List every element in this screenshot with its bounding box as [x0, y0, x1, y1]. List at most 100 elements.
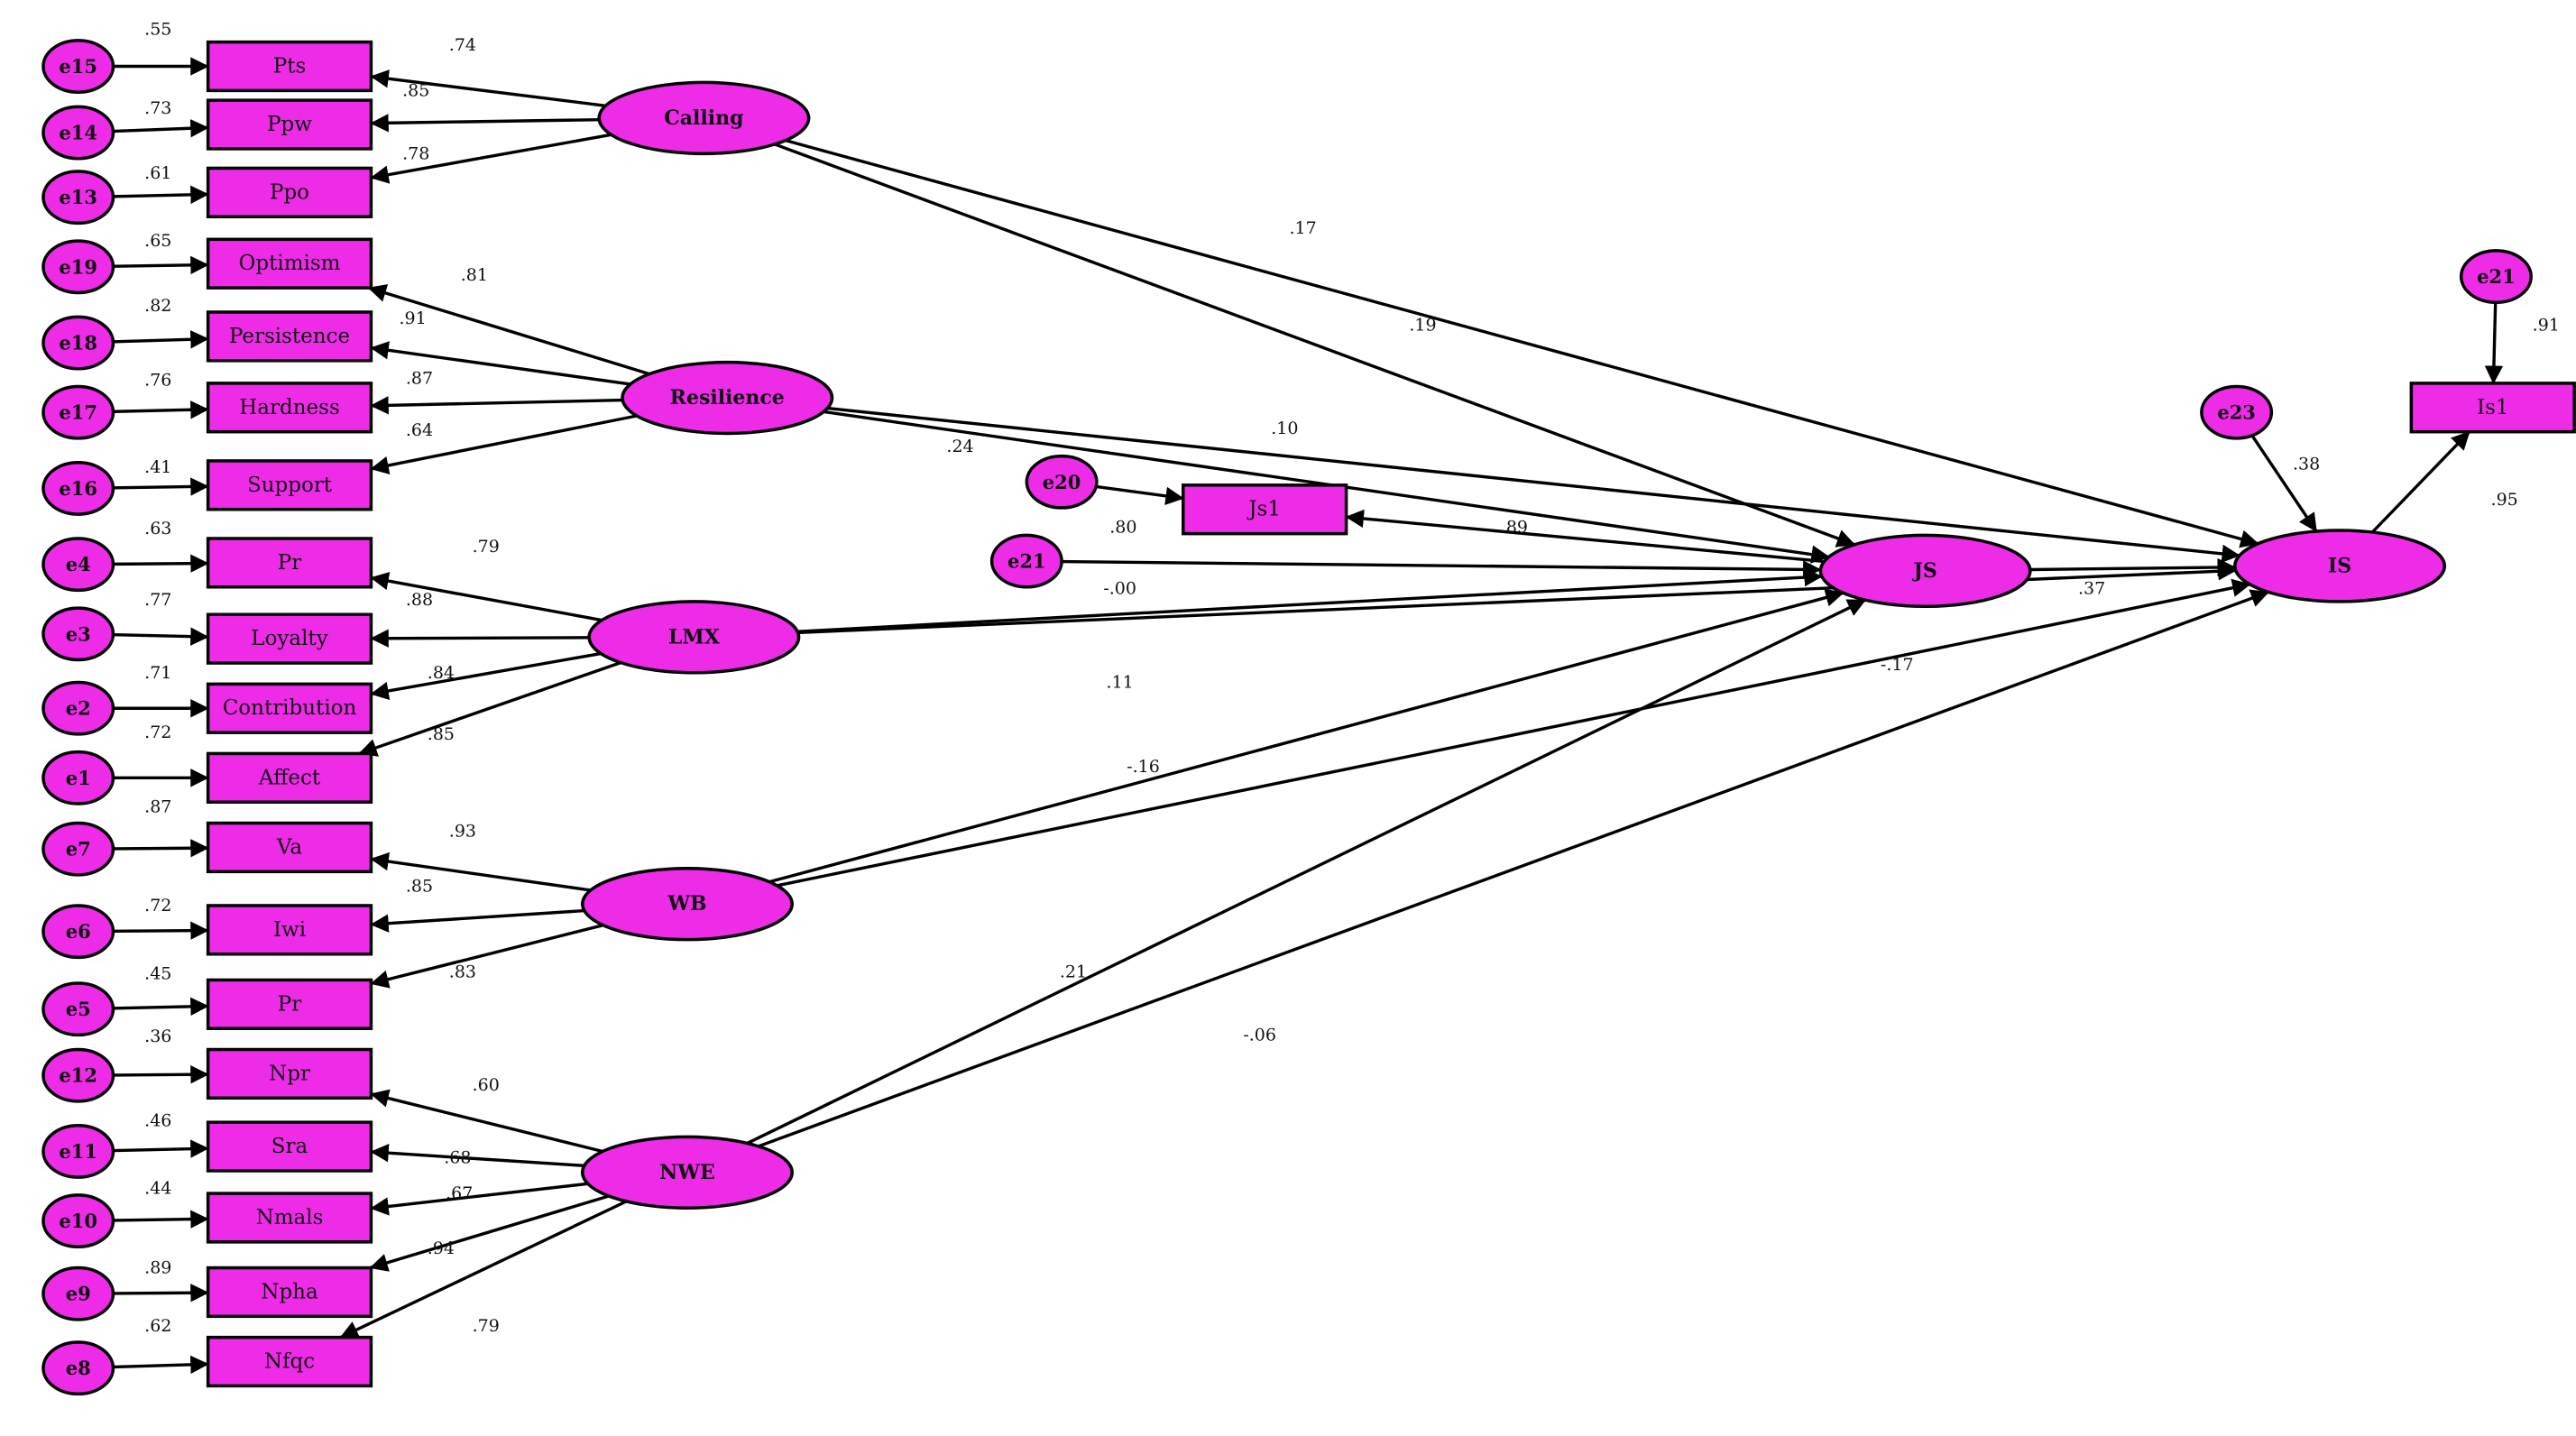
- path-coefficient: .87: [144, 797, 171, 817]
- path-coefficient: .38: [2293, 455, 2320, 474]
- edges-layer: [113, 57, 2504, 1375]
- coefficients-layer: .55.73.61.65.82.76.41.63.77.71.72.87.72.…: [144, 19, 2560, 1336]
- error-label: e2: [66, 697, 91, 720]
- error-shape: [41, 680, 115, 736]
- error-label: e11: [59, 1140, 97, 1163]
- indicator-label: Js1: [1247, 498, 1281, 521]
- indicator-shape: [206, 1047, 373, 1100]
- indicator-shape: [206, 1335, 373, 1388]
- indicator-label: Hardness: [239, 396, 340, 419]
- path-coefficient: .95: [2491, 490, 2518, 510]
- error-term-e4: e4: [41, 537, 115, 593]
- path-coefficient: .71: [144, 663, 171, 683]
- indicator-shape: [206, 978, 373, 1030]
- error-term-e17: e17: [41, 384, 115, 440]
- path-LMX-to-JS: [797, 567, 1823, 633]
- latent-label: Calling: [664, 106, 743, 130]
- path-coefficient: .84: [428, 663, 455, 683]
- indicator-shape: [206, 537, 373, 589]
- error-shape: [41, 821, 115, 877]
- path-Resilience-to-Persistence: [370, 341, 631, 386]
- indicator-shape: [206, 237, 373, 290]
- indicator-shape: [206, 682, 373, 734]
- error-shape: [41, 384, 115, 440]
- error-label: e23: [2217, 401, 2256, 424]
- path-coefficient: .55: [144, 19, 171, 39]
- path-LMX-to-Affect: [358, 660, 621, 757]
- indicator-optimism: Optimism: [206, 237, 373, 290]
- error-shape: [41, 1193, 115, 1248]
- error-shape: [41, 1266, 115, 1321]
- path-WB-to-Pr2: [370, 924, 604, 989]
- latent-label: LMX: [668, 625, 721, 649]
- indicator-shape: [206, 98, 373, 151]
- path-NWE-to-JS: [746, 598, 1866, 1145]
- error-shape: [41, 239, 115, 295]
- path-e21a-to-JS: [1062, 559, 1822, 579]
- indicator-shape: [206, 612, 373, 665]
- error-label: e21: [1007, 550, 1046, 573]
- path-coefficient: .91: [2533, 315, 2560, 335]
- indicator-label: Pr: [278, 992, 301, 1016]
- path-coefficient: .46: [144, 1110, 171, 1130]
- indicator-label: Pts: [273, 55, 307, 78]
- indicator-nfqc: Nfqc: [206, 1335, 373, 1388]
- latent-construct-lmx: LMX: [587, 600, 801, 675]
- error-label: e21: [2477, 265, 2516, 288]
- path-WB-to-Va: [370, 851, 592, 892]
- path-JS-to-IS: [2029, 557, 2236, 577]
- latent-label: IS: [2328, 554, 2351, 577]
- path-coefficient: .24: [946, 437, 973, 456]
- indicator-pr2: Pr: [206, 978, 373, 1030]
- path-e7-to-Va: [113, 839, 209, 858]
- error-term-e12: e12: [41, 1047, 115, 1103]
- path-coefficient: .77: [144, 590, 171, 610]
- indicator-shape: [206, 40, 373, 93]
- error-shape: [989, 533, 1063, 589]
- indicator-shape: [206, 310, 373, 363]
- indicator-label: Support: [247, 474, 333, 497]
- error-term-e11: e11: [41, 1124, 115, 1179]
- indicator-js1: Js1: [1182, 483, 1348, 536]
- indicator-label: Persistence: [229, 325, 350, 348]
- error-label: e16: [59, 477, 97, 500]
- path-coefficient: .80: [1109, 517, 1136, 537]
- indicator-label: Ppw: [267, 113, 312, 136]
- error-shape: [41, 606, 115, 662]
- indicator-shape: [206, 1266, 373, 1319]
- error-label: e17: [59, 401, 97, 424]
- path-coefficient: .11: [1107, 673, 1134, 693]
- indicator-label: Affect: [258, 766, 321, 789]
- indicator-nmals: Nmals: [206, 1192, 373, 1244]
- path-coefficient: .85: [428, 724, 455, 744]
- indicator-label: Sra: [271, 1135, 308, 1158]
- indicator-iwi: Iwi: [206, 904, 373, 956]
- indicator-shape: [206, 382, 373, 434]
- path-coefficient: .85: [402, 80, 429, 100]
- path-coefficient: .76: [144, 370, 171, 390]
- path-Calling-to-Ppw: [370, 114, 600, 133]
- error-term-e15: e15: [41, 39, 115, 94]
- error-term-e2: e2: [41, 680, 115, 736]
- path-coefficient: -.00: [1103, 579, 1136, 599]
- path-coefficient: .17: [1289, 218, 1316, 238]
- indicator-label: Pr: [278, 551, 301, 575]
- latent-construct-wb: WB: [580, 866, 794, 942]
- path-e6-to-Iwi: [113, 921, 209, 940]
- path-e18-to-Persistence: [113, 330, 209, 349]
- error-term-e10: e10: [41, 1193, 115, 1248]
- error-label: e6: [66, 920, 91, 943]
- indicator-shape: [206, 166, 373, 218]
- latent-label: JS: [1911, 559, 1937, 583]
- indicator-label: Optimism: [239, 252, 341, 275]
- error-term-e20: e20: [1025, 454, 1099, 510]
- path-coefficient: .63: [144, 519, 171, 538]
- error-shape: [41, 170, 115, 226]
- path-coefficient: .64: [406, 420, 433, 440]
- path-e10-to-Nmals: [113, 1210, 209, 1229]
- error-term-e18: e18: [41, 315, 115, 371]
- error-label: e20: [1043, 471, 1081, 493]
- error-shape: [41, 1340, 115, 1396]
- path-coefficient: .62: [144, 1316, 171, 1336]
